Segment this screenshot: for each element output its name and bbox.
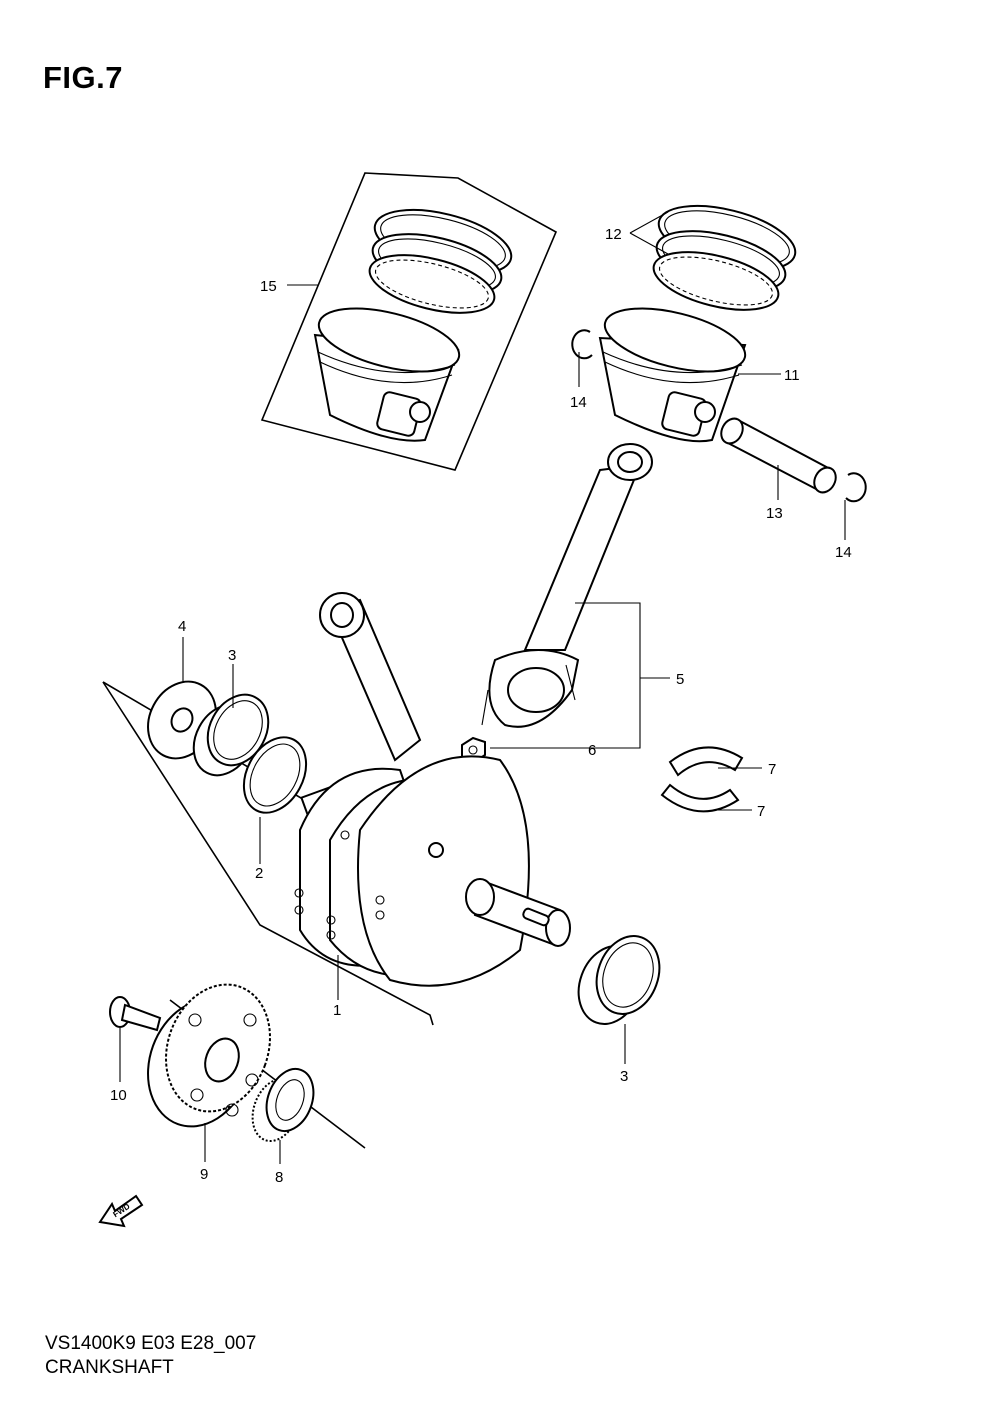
section-name: CRANKSHAFT: [45, 1357, 174, 1378]
fwd-arrow-icon: FWD: [98, 1194, 144, 1228]
bolt: [109, 996, 162, 1032]
callout-7-lower: 7: [757, 803, 765, 820]
callout-15: 15: [260, 278, 277, 295]
figure-title: FIG.7: [43, 60, 124, 95]
callout-3-lower: 3: [620, 1068, 628, 1085]
piston-pin: [720, 417, 837, 494]
callout-11: 11: [784, 367, 800, 384]
callout-7-upper: 7: [768, 761, 776, 778]
callout-10: 10: [110, 1087, 127, 1104]
bearing-shell-lower: [660, 783, 740, 813]
callout-2: 2: [255, 865, 263, 882]
circlip-lower: [845, 472, 867, 503]
callout-5: 5: [676, 671, 684, 688]
callout-3-upper: 3: [228, 647, 236, 664]
connecting-rod: [481, 443, 653, 728]
main-bearing-left: [192, 693, 270, 777]
callout-4: 4: [178, 618, 186, 635]
callout-9: 9: [200, 1166, 208, 1183]
main-bearing-right: [577, 935, 661, 1025]
starter-driven-gear: [147, 983, 271, 1128]
callout-14-upper: 14: [570, 394, 587, 411]
piston-set-box: [260, 172, 558, 471]
callout-1: 1: [333, 1002, 341, 1019]
circlip-upper: [571, 329, 593, 360]
leader-lines: [119, 211, 846, 1164]
piston-rings: [652, 204, 797, 311]
callout-8: 8: [275, 1169, 283, 1186]
crankshaft: [294, 592, 571, 987]
callout-13: 13: [766, 505, 783, 522]
callout-6: 6: [588, 742, 596, 759]
piston: [598, 307, 747, 443]
callout-12: 12: [605, 226, 622, 243]
callout-14-lower: 14: [835, 544, 852, 561]
model-code: VS1400K9 E03 E28_007: [45, 1333, 257, 1354]
callout-labels: 15 12 11 14 13 14 5 6 4 3 7 7 2 1 3 10 9…: [110, 226, 852, 1186]
bearing-shell-upper: [668, 746, 744, 777]
needle-bearing: [251, 1068, 315, 1142]
thrust-ring: [242, 736, 308, 814]
